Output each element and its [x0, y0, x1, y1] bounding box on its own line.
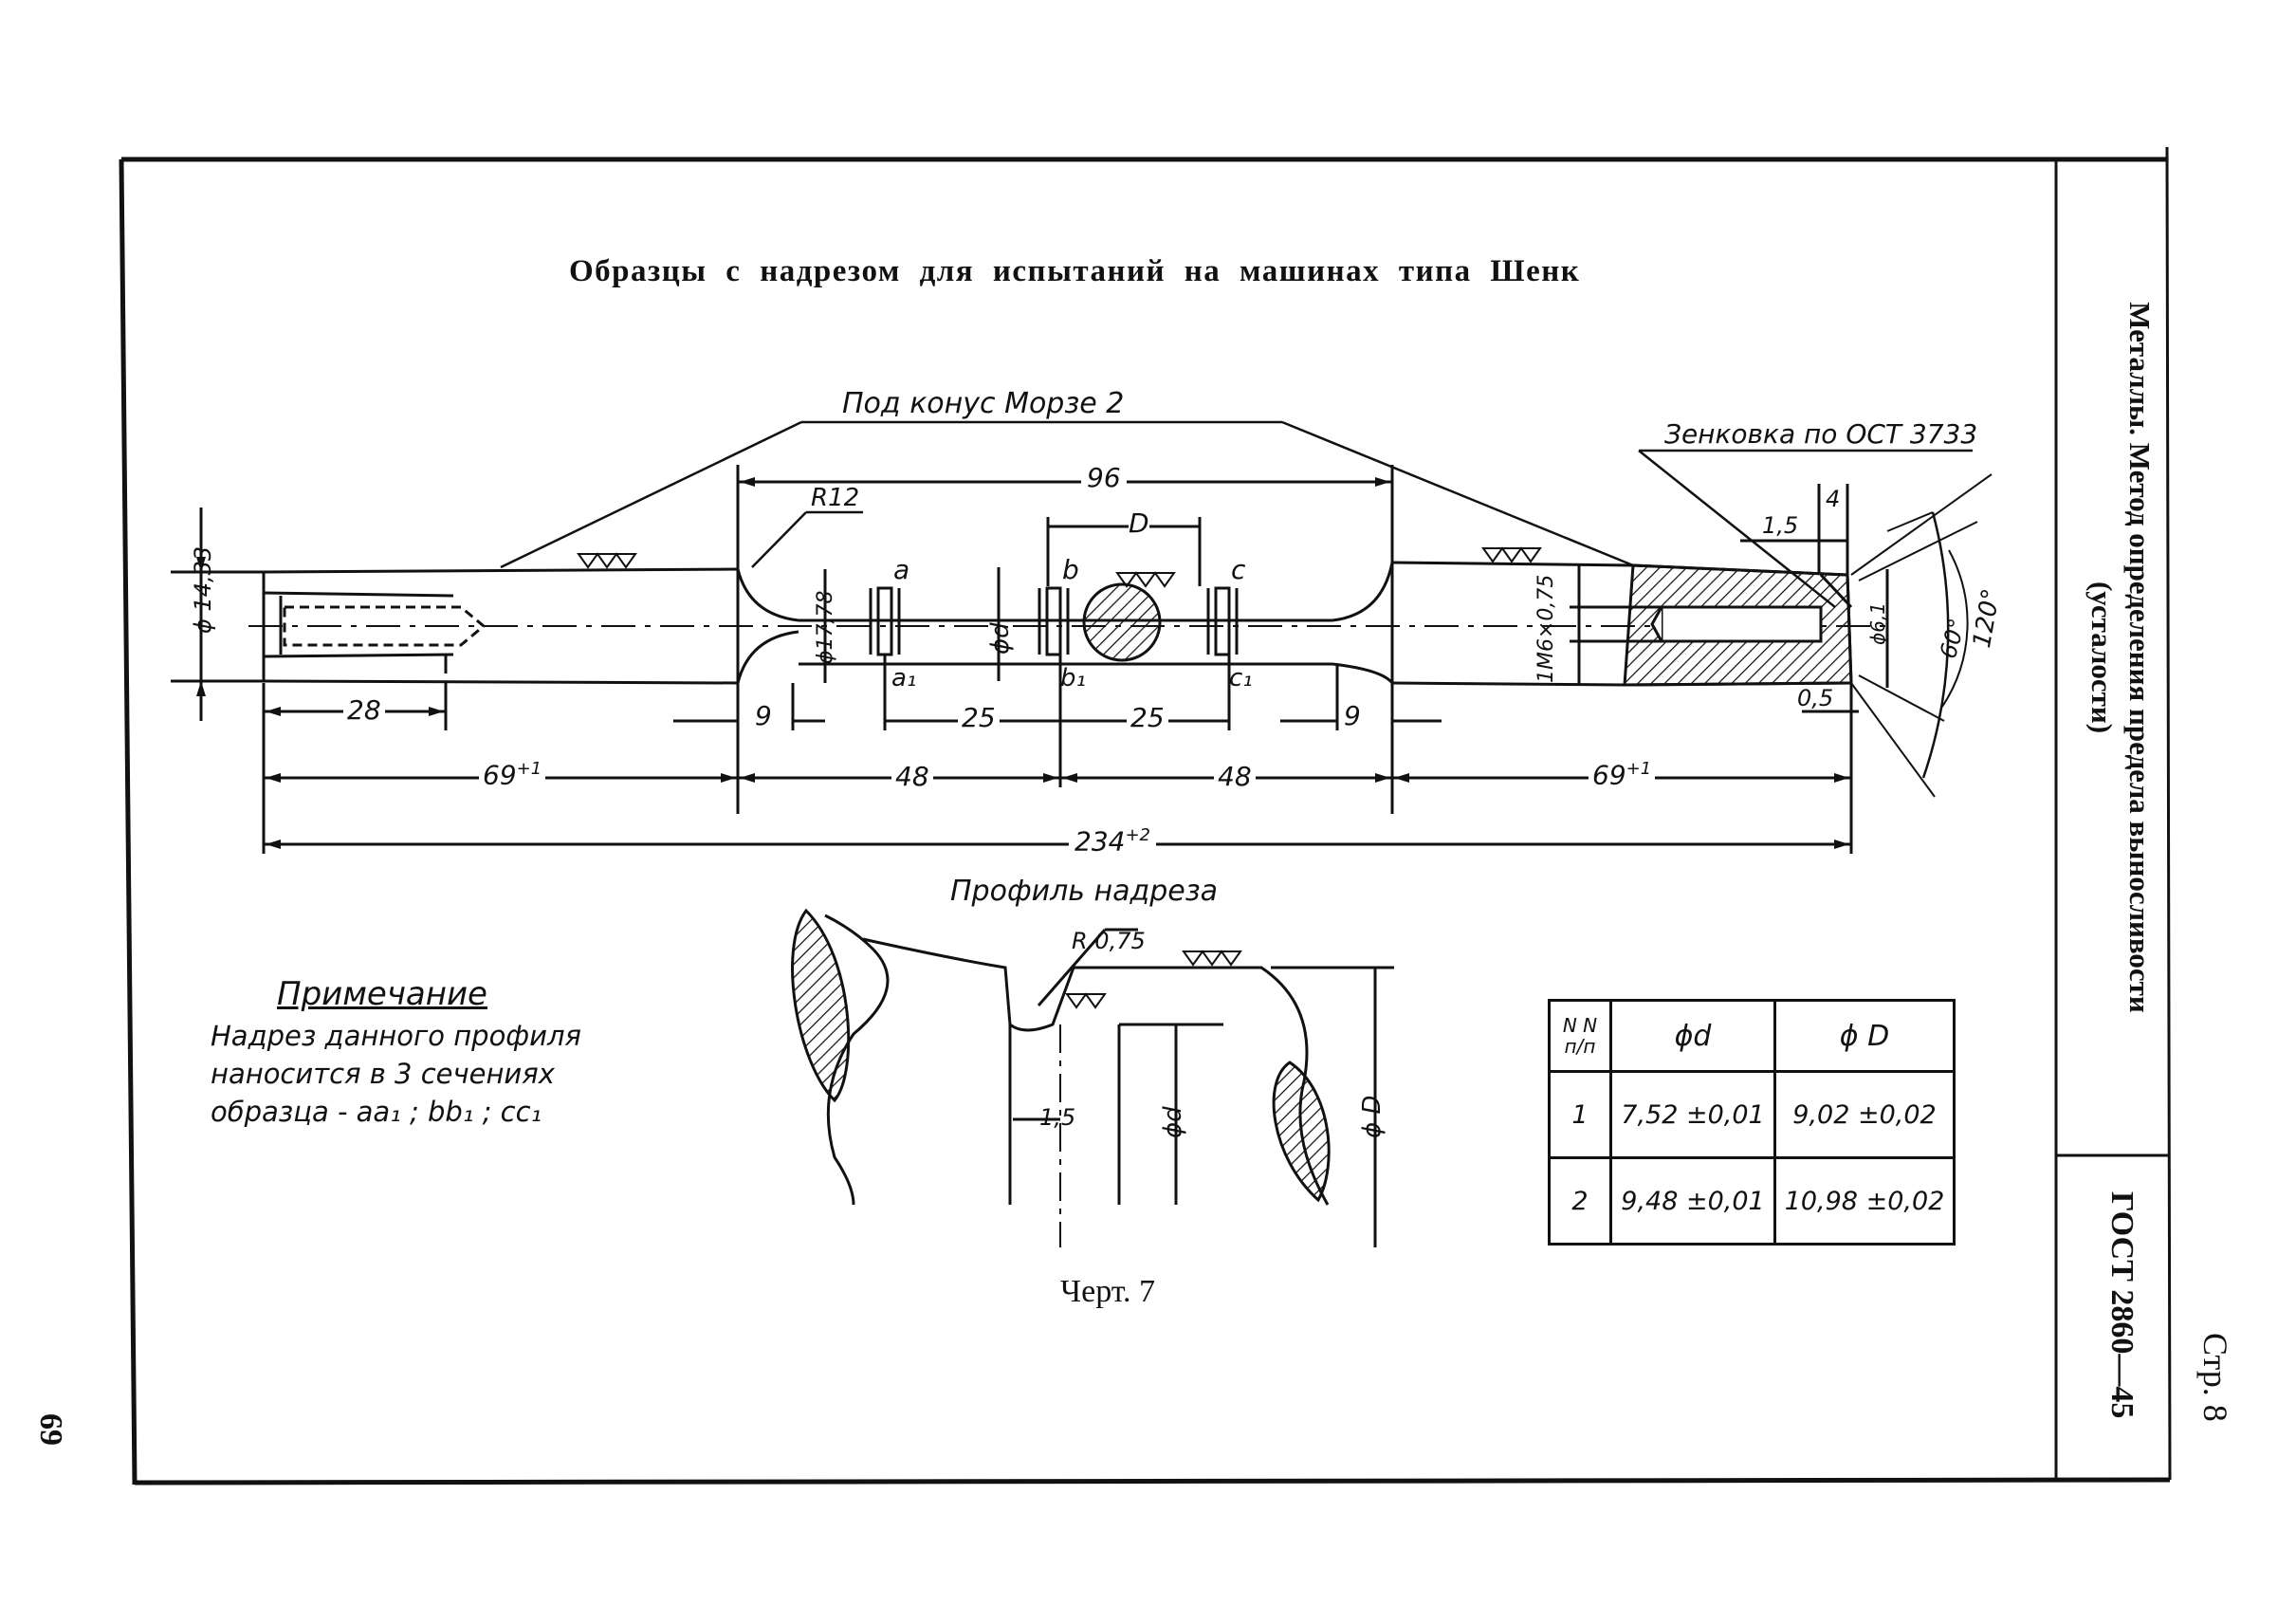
dim-9-right: 9 — [1344, 700, 1361, 731]
side-title-line-2: (усталости) — [2085, 581, 2119, 734]
dim-1-5: 1,5 — [1762, 512, 1799, 539]
table-cell: 9,02 ±0,02 — [1773, 1070, 1956, 1159]
dim-69-right: 69+1 — [1589, 759, 1656, 791]
dim-phi-17-78: ϕ17,78 — [814, 590, 837, 665]
dim-4: 4 — [1826, 486, 1841, 512]
dim-48-right: 48 — [1214, 761, 1256, 792]
dim-r12: R12 — [811, 484, 860, 512]
table-row: 1 7,52 ±0,01 9,02 ±0,02 — [1548, 1070, 1956, 1159]
page-title: Образцы с надрезом для испытаний на маши… — [569, 254, 1581, 288]
dim-phi-6-1: ϕ6,1 — [1866, 602, 1889, 645]
table-cell: 7,52 ±0,01 — [1609, 1070, 1776, 1159]
page-label: Стр. 8 — [2196, 1333, 2234, 1422]
countersink-label: Зенковка по ОСТ 3733 — [1664, 418, 1978, 450]
dimensions-table: N N п/п ϕd ϕ D 1 7,52 ±0,01 9,02 ±0,02 2… — [1548, 999, 1956, 1246]
table-header-phi-D: ϕ D — [1773, 999, 1956, 1073]
table-header-nn: N N п/п — [1548, 999, 1612, 1073]
dimension-arrows — [196, 477, 1849, 849]
table-cell: 2 — [1548, 1156, 1612, 1246]
page-number: 69 — [33, 1413, 68, 1446]
dim-48-left: 48 — [891, 761, 933, 792]
dim-96: 96 — [1081, 462, 1127, 493]
dim-phi-d: ϕd — [986, 622, 1015, 655]
figure-caption: Черт. 7 — [1060, 1274, 1156, 1309]
dim-D: D — [1129, 508, 1149, 539]
dim-28: 28 — [343, 694, 385, 726]
dim-234: 234+2 — [1069, 825, 1156, 858]
dim-25-left: 25 — [958, 702, 1000, 733]
section-a: a — [893, 554, 910, 585]
sheet-frame — [119, 146, 2172, 1486]
dim-25-right: 25 — [1127, 702, 1168, 733]
table-header-row: N N п/п ϕd ϕ D — [1548, 999, 1956, 1073]
notch-profile — [791, 908, 1394, 1247]
dim-234-tol: +2 — [1125, 825, 1150, 845]
section-c1: c₁ — [1229, 664, 1253, 692]
note-body: Надрез данного профиля наносится в 3 сеч… — [211, 1020, 581, 1128]
dim-234-value: 234 — [1075, 825, 1126, 858]
dim-69-left-value: 69 — [483, 759, 517, 791]
side-title-line-1: Металлы. Метод определения предела вынос… — [2123, 302, 2157, 1013]
dim-0-5: 0,5 — [1797, 685, 1834, 711]
dim-69-right-value: 69 — [1592, 759, 1626, 791]
dim-69-right-tol: +1 — [1626, 759, 1652, 779]
dim-m6: 1M6×0,75 — [1534, 574, 1558, 683]
cone-label: Под конус Морзе 2 — [842, 387, 1125, 420]
profile-title: Профиль надреза — [950, 875, 1219, 908]
profile-dim-1-5: 1,5 — [1039, 1104, 1076, 1131]
table-cell: 9,48 ±0,01 — [1609, 1156, 1776, 1246]
side-title: Металлы. Метод определения предела вынос… — [2083, 216, 2158, 1098]
profile-dim-phi-d: ϕd — [1159, 1106, 1187, 1138]
table-cell: 1 — [1548, 1070, 1612, 1159]
dim-9-left: 9 — [755, 700, 772, 731]
section-b1: b₁ — [1060, 664, 1086, 692]
table-cell: 10,98 ±0,02 — [1773, 1156, 1956, 1246]
table-header-phi-d: ϕd — [1609, 999, 1776, 1073]
dim-r-0-75: R 0,75 — [1072, 928, 1146, 954]
dim-phi-14-33: ϕ 14,33 — [190, 545, 216, 634]
specimen-drawing — [171, 420, 1993, 967]
table-row: 2 9,48 ±0,01 10,98 ±0,02 — [1548, 1156, 1956, 1246]
profile-dim-phi-D: ϕ D — [1358, 1095, 1387, 1138]
dim-69-left-tol: +1 — [516, 759, 542, 779]
section-a1: a₁ — [891, 664, 917, 692]
note-heading: Примечание — [277, 975, 487, 1013]
section-c: c — [1231, 554, 1246, 585]
dim-69-left: 69+1 — [479, 759, 546, 791]
gost-number: ГОСТ 2860—45 — [2104, 1191, 2140, 1419]
section-b: b — [1062, 554, 1079, 585]
